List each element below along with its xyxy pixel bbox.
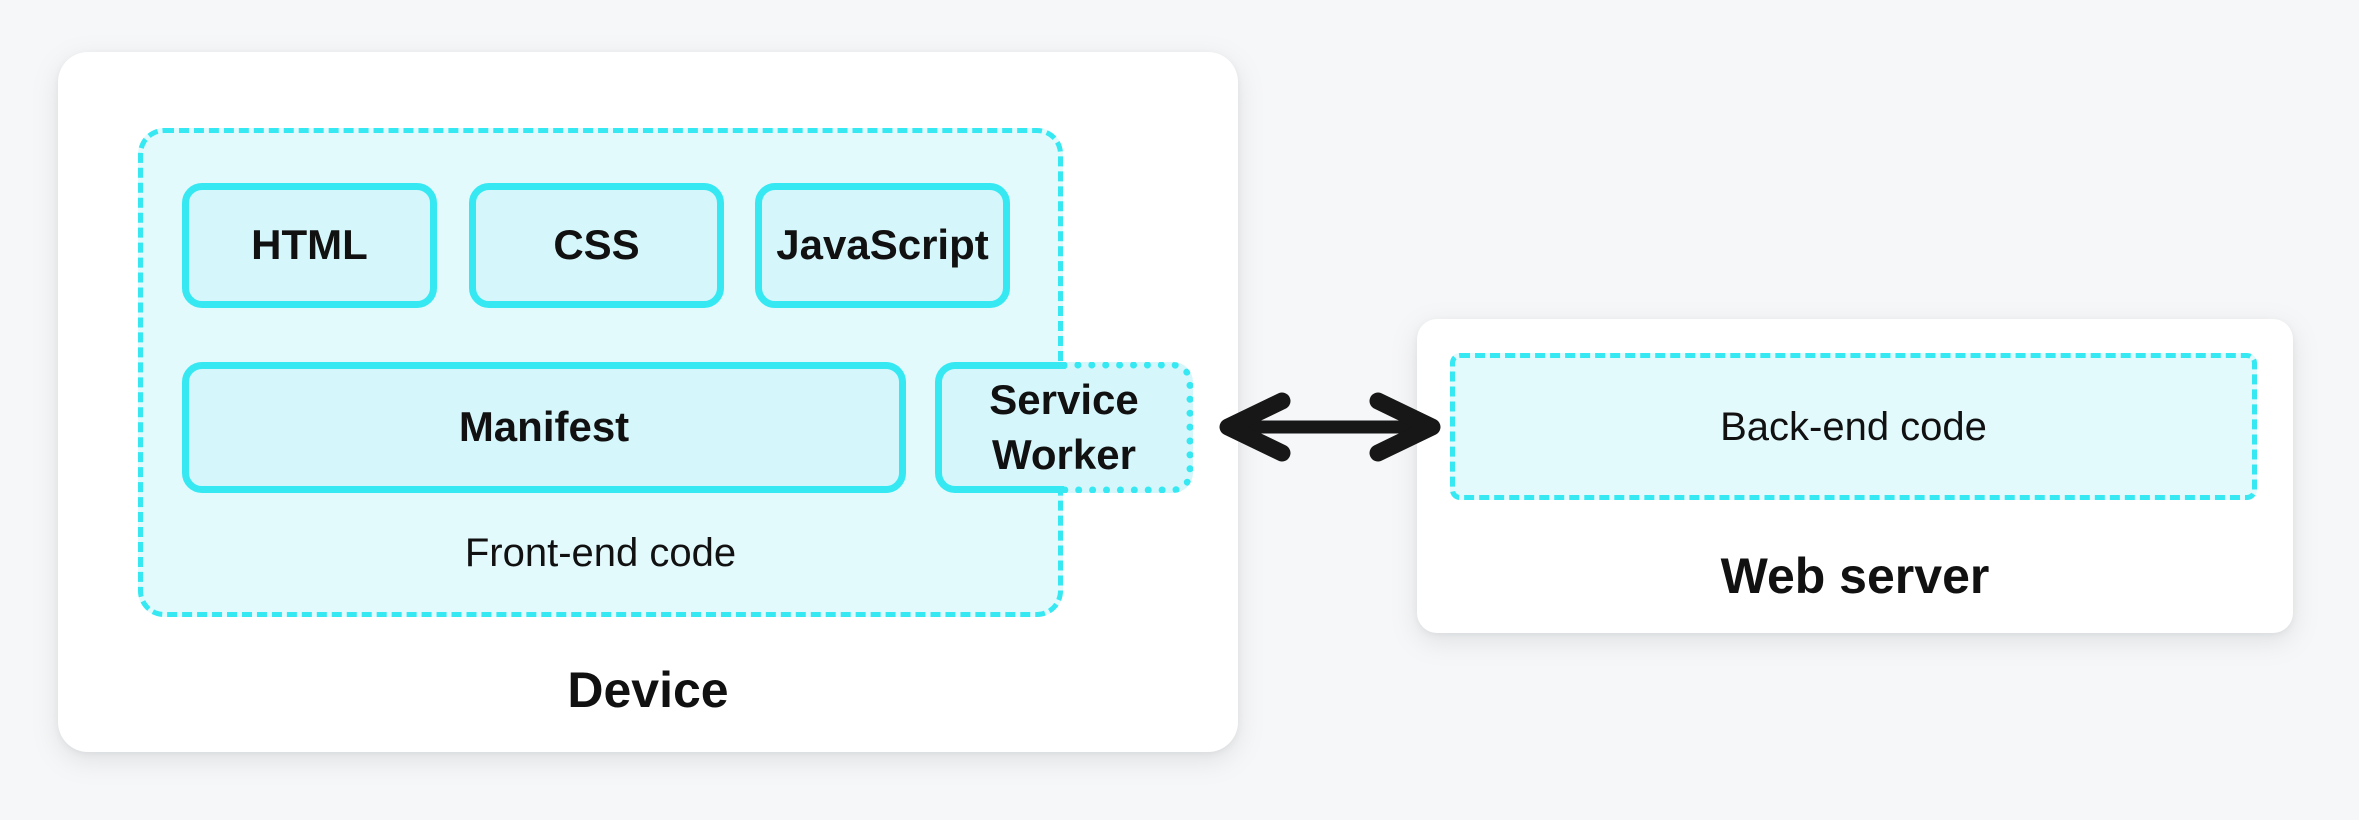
device-label: Device xyxy=(567,662,729,718)
bidirectional-arrow-icon xyxy=(1219,392,1441,462)
service-worker-box-outer-half xyxy=(1064,362,1193,493)
service-worker-box: Service Worker xyxy=(935,362,1193,493)
html-box: HTML xyxy=(182,183,437,308)
css-box-label: CSS xyxy=(553,221,640,269)
service-worker-box-inner-half xyxy=(935,362,1064,493)
web-server-card: Back-end code Web server xyxy=(1417,319,2293,633)
device-card: HTML CSS JavaScript Manifest Service Wor… xyxy=(58,52,1238,752)
service-worker-box-label: Service Worker xyxy=(989,375,1139,478)
javascript-box-label: JavaScript xyxy=(776,221,989,269)
backend-code-box: Back-end code xyxy=(1450,353,2257,500)
html-box-label: HTML xyxy=(251,221,368,269)
frontend-code-label: Front-end code xyxy=(464,531,737,575)
javascript-box: JavaScript xyxy=(755,183,1010,308)
manifest-box-label: Manifest xyxy=(458,403,630,451)
manifest-box: Manifest xyxy=(182,362,906,493)
web-server-label: Web server xyxy=(1720,548,1990,604)
backend-code-label: Back-end code xyxy=(1720,404,1987,449)
css-box: CSS xyxy=(469,183,724,308)
